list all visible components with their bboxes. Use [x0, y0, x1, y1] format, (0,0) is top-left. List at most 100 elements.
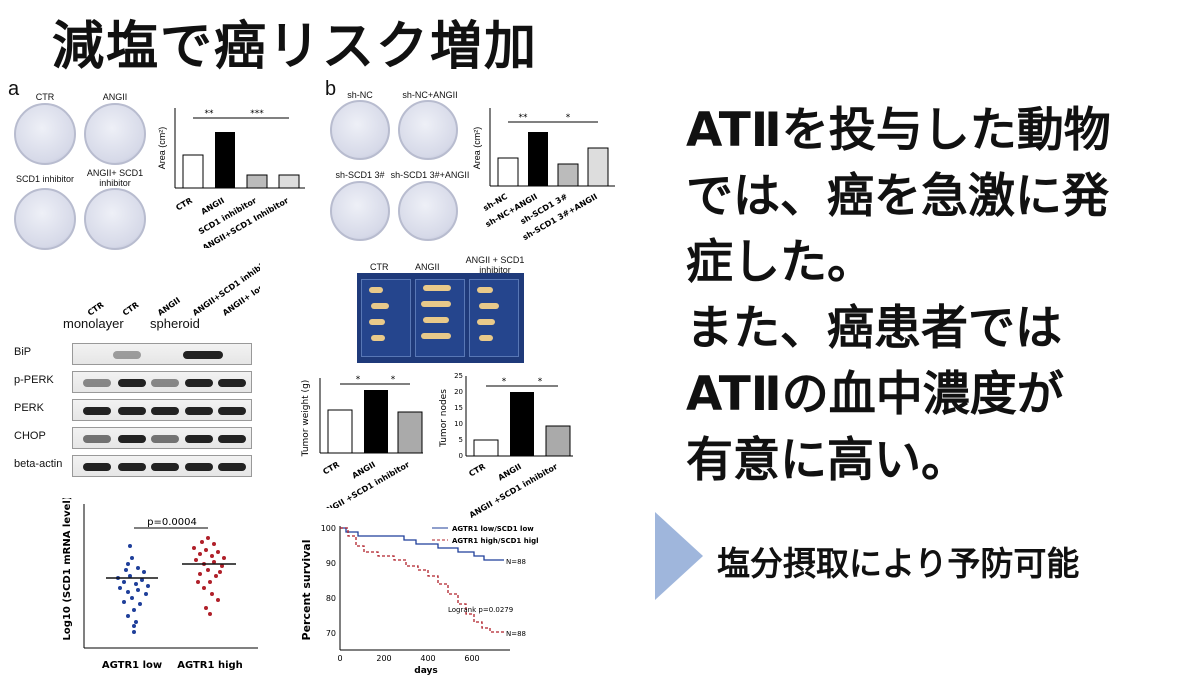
blot-row: CHOP: [14, 424, 252, 452]
axis-label: days: [414, 666, 437, 675]
bar: [528, 132, 548, 186]
main-text-line: ATⅡの血中濃度が: [686, 367, 1064, 422]
colony-dish: [330, 181, 390, 241]
colony-dish: [14, 103, 76, 165]
tumor-photo: [357, 273, 524, 363]
colony-dish: [14, 188, 76, 250]
main-text-line: 有意に高い。: [686, 433, 968, 488]
tick-label: 600: [464, 654, 479, 663]
n-label: N=88: [506, 630, 526, 638]
tick-label: AGTR1 low: [102, 660, 162, 671]
photo-label: CTR: [370, 262, 389, 272]
significance-mark: *: [538, 377, 543, 387]
significance-mark: **: [519, 113, 529, 123]
axis-label: Area (cm²): [157, 127, 167, 170]
p-value-label: p=0.0004: [147, 517, 197, 528]
main-text-line: では、癌を急激に発: [686, 169, 1109, 224]
tick-label: 80: [326, 594, 336, 603]
panel-letter-b: b: [325, 78, 337, 100]
axis-label: Tumor weight (g): [301, 380, 311, 458]
area-bar-chart-a: Area (cm²) ** *** CTR ANGII SCD1 inhibit…: [157, 108, 305, 248]
main-text-line: ATⅡを投与した動物: [686, 103, 1111, 158]
tick-label: 200: [376, 654, 391, 663]
tick-label: CTR: [321, 460, 341, 477]
tick-label: 100: [321, 524, 336, 533]
tick-label: 25: [454, 372, 463, 380]
survival-curve: Percent survival 70 80 90 100 0 200 400 …: [300, 524, 538, 675]
tick-label: 10: [454, 420, 463, 428]
bar: [182, 154, 204, 189]
blot-row-label: beta-actin: [14, 458, 63, 470]
tick-label: AGTR1 high: [177, 660, 243, 671]
photo-label: ANGII: [415, 262, 440, 272]
blot-row-label: CHOP: [14, 430, 46, 442]
bar: [397, 411, 423, 454]
blot-column-labels: CTR CTR ANGII ANGII+SCD1 inhibitor ANGII…: [86, 256, 260, 318]
panel-letter-a: a: [8, 78, 20, 100]
tick-label: 15: [454, 404, 463, 412]
dish-label: ANGII+ SCD1 inhibitor: [86, 168, 144, 188]
bar: [557, 163, 579, 187]
colony-dish: [330, 100, 390, 160]
dish-label: SCD1 inhibitor: [15, 174, 75, 184]
bar: [364, 390, 388, 453]
dish-label: sh-NC+ANGII: [402, 90, 458, 100]
conclusion-text: 塩分摂取により予防可能: [717, 544, 1080, 583]
dish-label: sh-NC: [347, 90, 373, 100]
bar: [327, 409, 353, 454]
tick-label: CTR: [174, 196, 194, 213]
tick-label: 0: [337, 654, 342, 663]
legend-entry: AGTR1 low/SCD1 low: [452, 525, 534, 533]
blot-group-label: monolayer: [63, 316, 124, 331]
tick-label: ANGII: [496, 462, 523, 483]
dish-label: sh-SCD1 3#+ANGII: [390, 170, 470, 180]
tick-label: 70: [326, 629, 336, 638]
dish-label: ANGII: [102, 92, 128, 102]
axis-label: Area (cm²): [472, 127, 482, 170]
blot-row-label: PERK: [14, 402, 44, 414]
n-label: N=88: [506, 558, 526, 566]
axis-label: Log10 (SCD1 mRNA level): [62, 498, 73, 640]
bar: [246, 174, 268, 189]
main-text-block: ATⅡを投与した動物 では、癌を急激に発 症した。 また、癌患者では ATⅡの血…: [686, 98, 1186, 494]
dish-label: CTR: [35, 92, 55, 102]
colony-dish: [84, 103, 146, 165]
colony-dish: [84, 188, 146, 250]
survival-line-low: [340, 527, 504, 561]
significance-mark: **: [205, 109, 215, 119]
page-title: 減塩で癌リスク増加: [52, 17, 539, 77]
survival-line-high: [340, 527, 504, 633]
dish-label: sh-SCD1 3#: [335, 170, 385, 180]
blot-column-label: ANGII: [156, 296, 182, 318]
scatter-low-points: [116, 544, 150, 634]
bar: [473, 439, 499, 457]
tick-label: CTR: [467, 462, 487, 479]
main-text-line: 症した。: [686, 235, 874, 290]
colony-dish: [398, 100, 458, 160]
scd1-dot-plot: Log10 (SCD1 mRNA level) p=0.0004 AGTR1 l…: [62, 498, 258, 671]
bar: [215, 132, 235, 188]
area-bar-chart-b: Area (cm²) ** * sh-NC sh-NC+ANGII sh-SCD…: [472, 108, 615, 242]
significance-mark: *: [356, 375, 361, 385]
figure-collage: a CTR ANGII SCD1 inhibitor ANGII+ SCD1 i…: [0, 78, 640, 675]
tumor-weight-chart: Tumor weight (g) * * CTR ANGII ANGII +SC…: [301, 375, 423, 508]
logrank-label: Logrank p=0.0279: [448, 606, 513, 614]
tick-label: 20: [454, 388, 463, 396]
blot-row: PERK: [14, 396, 252, 424]
significance-mark: *: [566, 113, 571, 123]
axis-label: Tumor nodes: [439, 389, 449, 448]
tick-label: 90: [326, 559, 336, 568]
arrow-icon: [655, 512, 703, 600]
significance-mark: *: [391, 375, 396, 385]
blot-row: p-PERK: [14, 368, 252, 396]
bar: [510, 392, 534, 456]
tick-label: 400: [420, 654, 435, 663]
blot-row-label: BiP: [14, 346, 32, 358]
axis-label: Percent survival: [300, 540, 313, 641]
main-text-line: また、癌患者では: [686, 301, 1062, 356]
tick-label: 5: [459, 436, 463, 444]
significance-mark: ***: [250, 109, 264, 119]
bar: [545, 425, 571, 457]
tumor-nodes-chart: Tumor nodes 0 5 10 15 20 25 * * CTR ANGI…: [439, 372, 573, 518]
blot-row: beta-actin: [14, 452, 252, 480]
